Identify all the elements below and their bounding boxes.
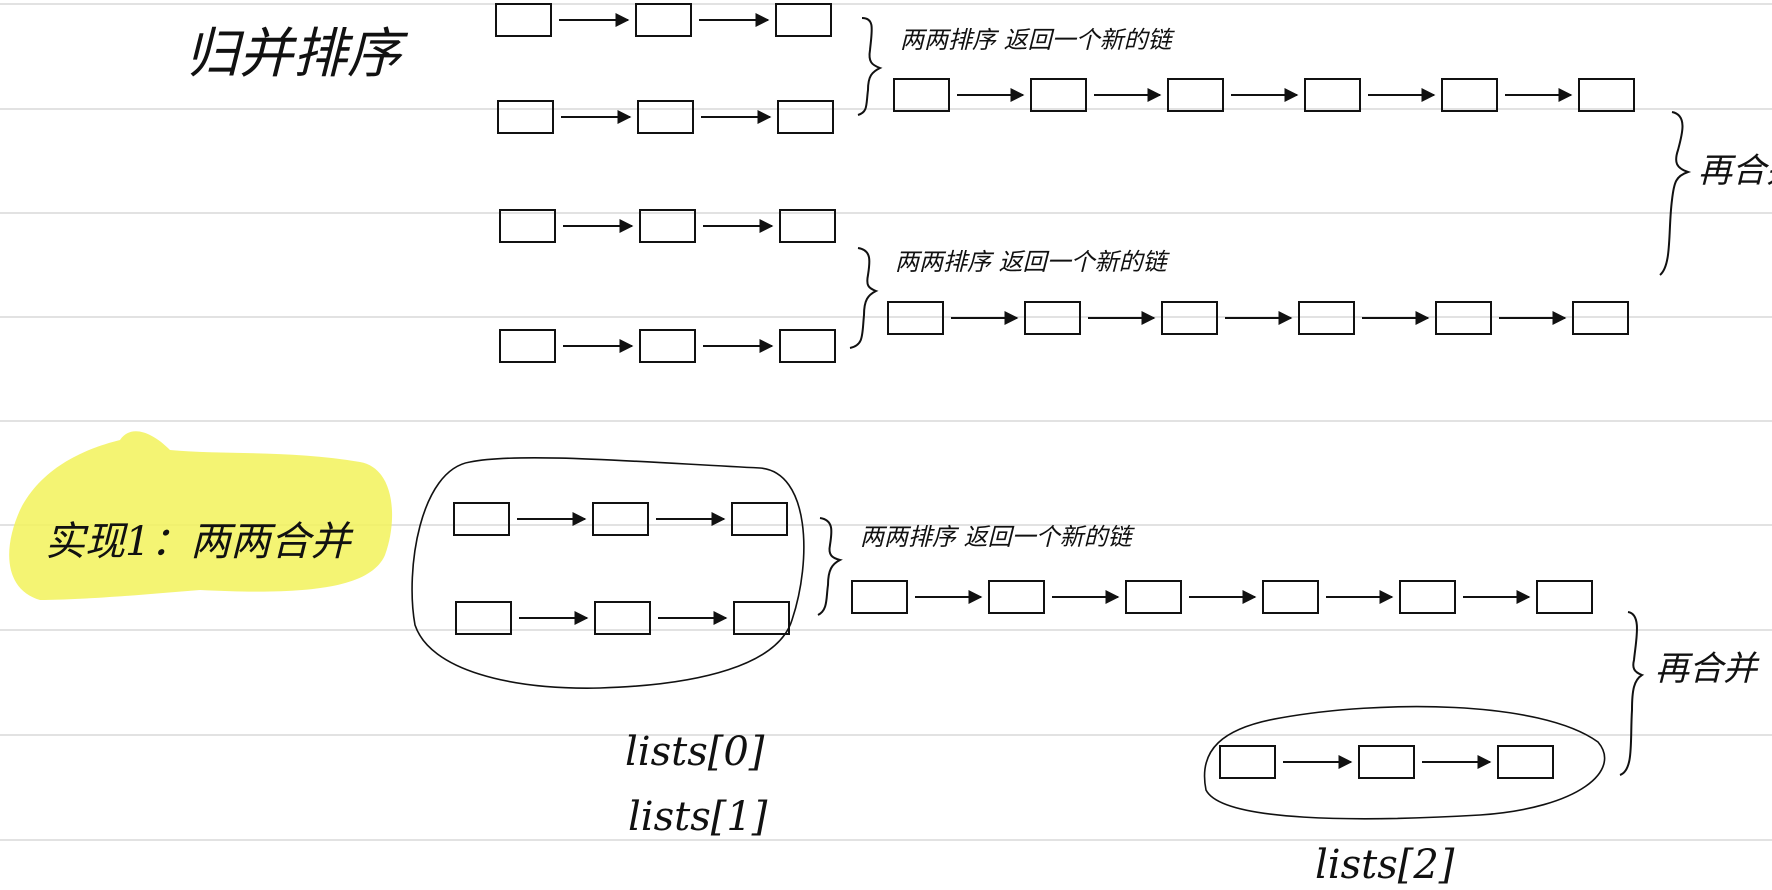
linked-list-top-1 [495,3,832,37]
list-node [499,209,556,243]
label-lists2: lists[2] [1315,842,1455,888]
list-node [453,502,510,536]
list-node [499,329,556,363]
list-node [1358,745,1415,779]
merge-note-2: 两两排序 返回一个新的链 [895,248,1171,276]
list-node [637,100,694,134]
linked-list-top-2 [497,100,834,134]
brace-bottom-1 [817,517,843,616]
list-node [1536,580,1593,614]
list-node [1219,745,1276,779]
list-node [779,329,836,363]
loop-lists-2 [1203,705,1606,820]
list-node [779,209,836,243]
brace-top-1 [857,17,883,116]
linked-list-lists-0 [453,502,788,536]
list-node [1441,78,1498,112]
linked-list-lists-1 [455,601,790,635]
list-node [1572,301,1629,335]
merge-note-1: 两两排序 返回一个新的链 [900,26,1176,54]
list-node [1167,78,1224,112]
list-node [1399,580,1456,614]
approach-text: 实现1：两两合并 [45,519,354,565]
list-node [777,100,834,134]
linked-list-top-4 [499,329,836,363]
list-node [988,580,1045,614]
list-node [455,601,512,635]
list-node [639,209,696,243]
list-node [1161,301,1218,335]
label-lists1: lists[1] [628,794,768,840]
list-node [1435,301,1492,335]
list-node [1030,78,1087,112]
list-node [775,3,832,37]
merged-list-bottom [851,580,1593,614]
list-node [635,3,692,37]
linked-list-lists-2 [1219,745,1554,779]
list-node [851,580,908,614]
loop-lists-0-1 [411,456,805,689]
list-node [497,100,554,134]
brace-top-merge [1659,111,1692,276]
list-node [1298,301,1355,335]
list-node [733,601,790,635]
label-lists0: lists[0] [625,729,765,775]
brace-top-2 [849,247,879,349]
list-node [1578,78,1635,112]
list-node [1304,78,1361,112]
list-node [1024,301,1081,335]
merged-list-top-1 [893,78,1635,112]
linked-list-top-3 [499,209,836,243]
list-node [1125,580,1182,614]
brace-bottom-merge [1619,611,1645,776]
merge-again-2: 再合并 [1655,649,1760,689]
list-node [594,601,651,635]
list-node [887,301,944,335]
merge-note-3: 两两排序 返回一个新的链 [860,523,1136,551]
list-node [893,78,950,112]
list-node [1497,745,1554,779]
title-text: 归并排序 [185,22,409,85]
list-node [1262,580,1319,614]
list-node [639,329,696,363]
list-node [731,502,788,536]
ruled-lines [0,3,1772,841]
highlight-blob [9,431,393,600]
merge-again-1: 再合并 [1698,151,1772,191]
list-node [592,502,649,536]
list-node [495,3,552,37]
merged-list-top-2 [887,301,1629,335]
